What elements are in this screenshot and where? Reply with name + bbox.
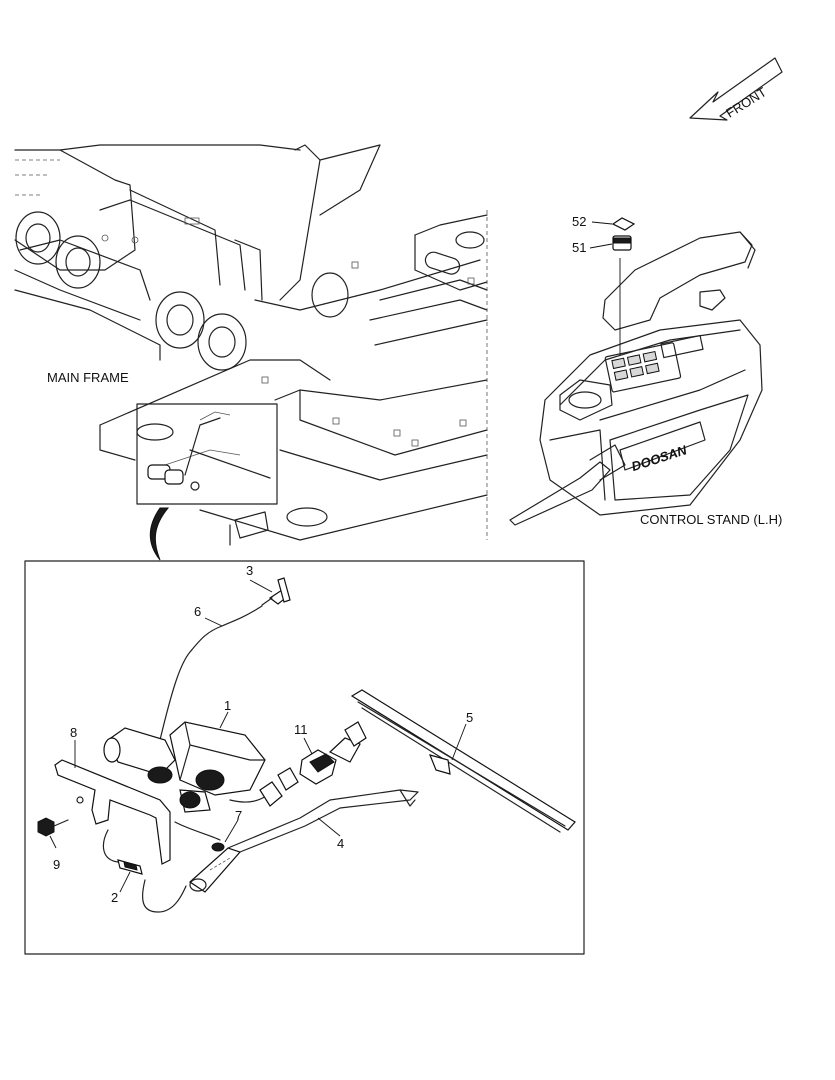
callout-52: 52 [572,214,586,229]
callout-11: 11 [294,722,308,737]
connector-part-11 [299,721,367,785]
control-stand-caption: CONTROL STAND (L.H) [640,512,782,527]
wiper-blade-part-5 [350,689,576,833]
callout-6: 6 [194,604,201,619]
detail-inset-box [136,403,278,505]
front-arrow: FRONT [689,57,783,121]
tee-fitting-part-3 [249,577,291,606]
callout-7: 7 [235,808,242,823]
ground-wire [102,829,187,913]
harness-part-7 [174,819,239,852]
callout-8: 8 [70,725,77,740]
control-stand-drawing: DOOSAN [509,231,763,526]
switch-cap-52 [591,217,636,231]
wiper-arm-part-4 [189,789,419,893]
callout-4: 4 [337,836,344,851]
wiper-motor-part-1 [103,711,266,813]
motor-connector [259,767,299,807]
callout-1: 1 [224,698,231,713]
detail-view-frame [24,560,585,955]
switch-part-51 [589,235,632,251]
brand-text: DOOSAN [630,442,689,474]
washer-hose-part-6 [159,605,263,741]
callout-3: 3 [246,563,253,578]
callout-51: 51 [572,240,586,255]
main-frame-drawing [14,144,488,546]
bracket-part-8 [54,740,171,865]
callout-2: 2 [111,890,118,905]
main-frame-caption: MAIN FRAME [47,370,129,385]
motor-wire [229,794,269,803]
leader-6 [204,617,223,627]
bolt-part-9 [37,817,69,849]
terminal-part-2 [117,859,143,893]
callout-9: 9 [53,857,60,872]
callout-5: 5 [466,710,473,725]
detail-arrow [149,507,170,561]
